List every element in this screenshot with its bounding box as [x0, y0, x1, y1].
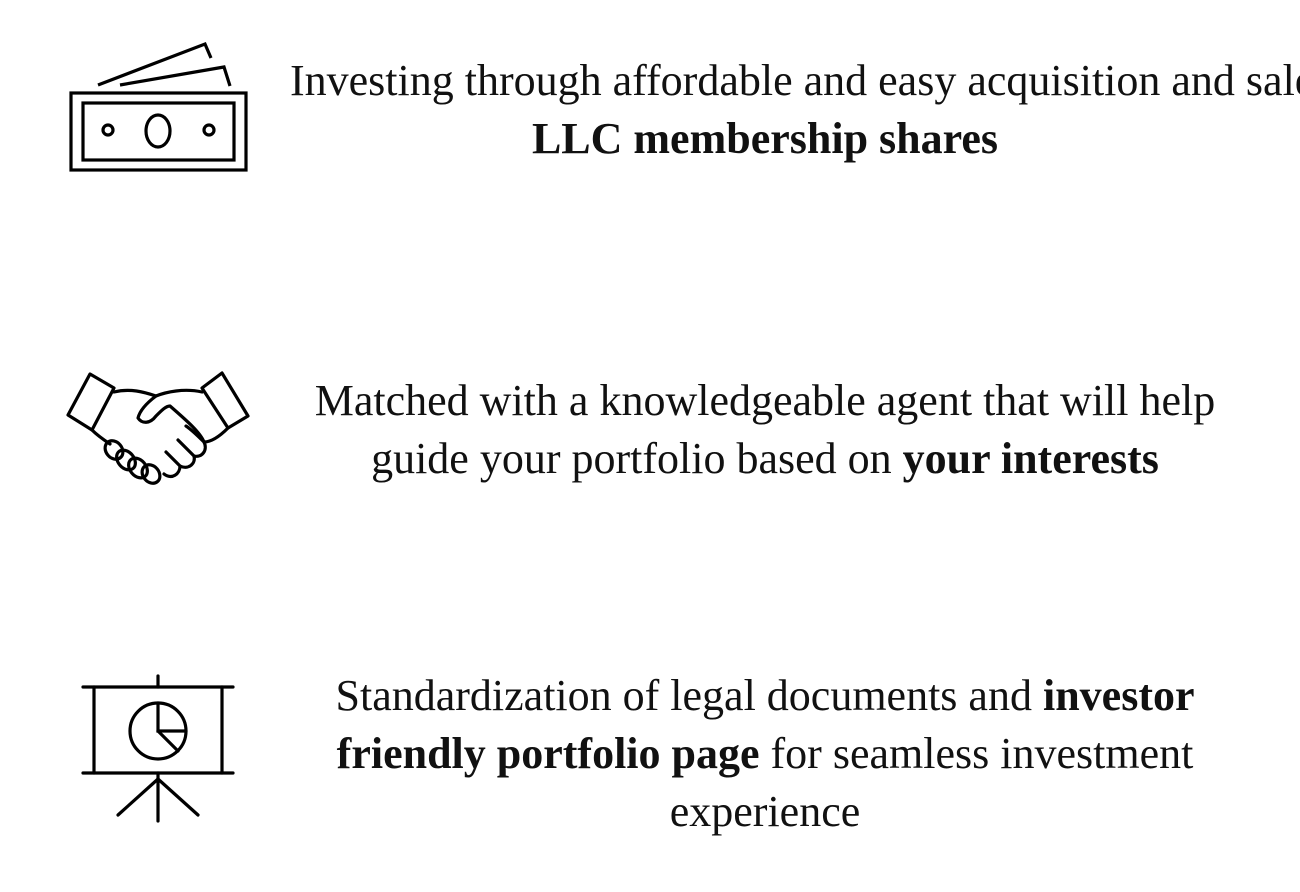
feature-agent-match: Matched with a knowledgeable agent that … [0, 340, 1300, 520]
feature-text-line: for seamless investment [759, 729, 1194, 778]
feature-text-line: guide your portfolio based on [371, 434, 903, 483]
money-bills-icon [64, 40, 250, 176]
feature-text-bold: your interests [902, 434, 1159, 483]
feature-text-standardization: Standardization of legal documents and i… [290, 667, 1240, 841]
feature-text-bold: LLC membership shares [531, 114, 999, 163]
feature-standardization: Standardization of legal documents and i… [0, 640, 1300, 892]
feature-text-plain: Investing through affordable and easy ac… [290, 56, 1300, 105]
feature-text-agent-match: Matched with a knowledgeable agent that … [280, 372, 1250, 488]
feature-text-bold: investor friendly portfolio page [337, 671, 1195, 778]
feature-text-plain: Standardization of legal documents and [335, 671, 1043, 720]
feature-text-line: Matched with a knowledgeable agent that … [314, 376, 1216, 425]
feature-text-line: investor [1042, 671, 1195, 720]
feature-text-line: experience [669, 787, 861, 836]
feature-text-plain: Matched with a knowledgeable agent that … [315, 376, 1216, 483]
feature-llc-shares: Investing through affordable and easy ac… [0, 0, 1300, 210]
feature-text-line: friendly portfolio page [336, 729, 760, 778]
feature-text-plain-tail: for seamless investment experience [670, 729, 1194, 836]
handshake-icon [62, 370, 252, 490]
feature-text-llc-shares: Investing through affordable and easy ac… [290, 52, 1300, 168]
presentation-pie-chart-icon [80, 674, 236, 825]
